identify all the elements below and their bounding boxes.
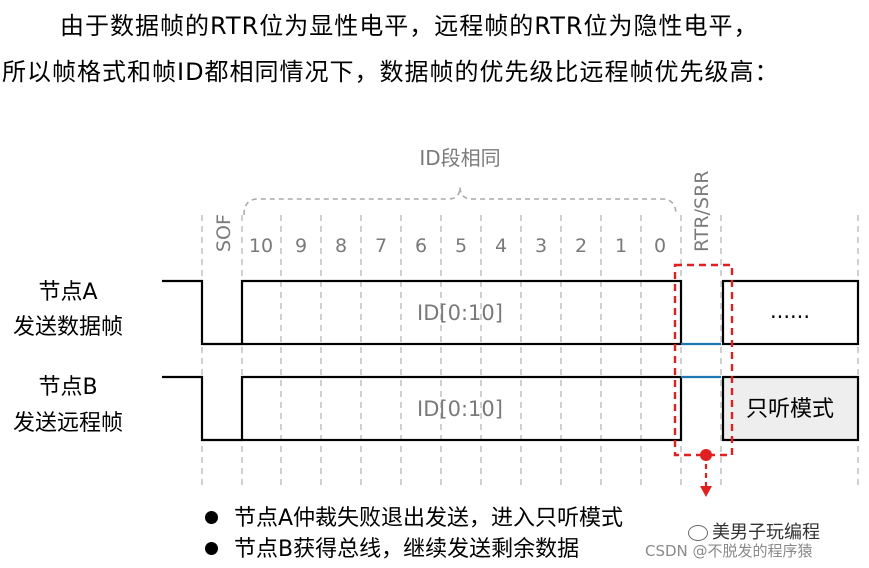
node-a-desc: 发送数据帧 [13, 315, 123, 340]
bullet-dot-icon [205, 541, 218, 555]
wechat-icon [688, 525, 708, 541]
bullet-item: 节点B获得总线，继续发送剩余数据 [205, 531, 579, 563]
bit-label: 4 [495, 235, 507, 257]
wechat-watermark-text: 美男子玩编程 [712, 522, 820, 543]
node-a-name: 节点A [38, 280, 97, 305]
node-a-waveform [162, 279, 860, 346]
node-a-id-text: ID[0:10] [417, 301, 503, 325]
node-b-waveform [162, 375, 683, 442]
bit-label: 9 [295, 235, 307, 257]
node-a-tail-text: ...... [770, 299, 810, 323]
grid-lines [201, 215, 859, 490]
bullet-text: 节点A仲裁失败退出发送，进入只听模式 [234, 506, 624, 531]
listen-only-box [721, 375, 860, 442]
bit-label: 7 [375, 235, 387, 257]
bit-label: 0 [654, 235, 666, 257]
node-b-name: 节点B [38, 375, 97, 400]
node-b-id-text: ID[0:10] [417, 397, 503, 421]
bit-labels: 10 9 8 7 6 5 4 3 2 1 0 [249, 235, 666, 257]
intro-line-2: 所以帧格式和帧ID都相同情况下，数据帧的优先级比远程帧优先级高： [2, 58, 780, 86]
node-b-desc: 发送远程帧 [13, 411, 123, 436]
bullet-text: 节点B获得总线，继续发送剩余数据 [234, 537, 580, 562]
intro-line-1: 由于数据帧的RTR位为显性电平，远程帧的RTR位为隐性电平， [60, 12, 759, 40]
bit-label: 8 [335, 235, 347, 257]
highlight-arrow-head [700, 486, 712, 497]
id-group-brace [243, 186, 677, 216]
bit-label: 6 [415, 235, 427, 257]
bit-label: 5 [455, 235, 467, 257]
listen-only-text: 只听模式 [746, 397, 834, 422]
bullet-dot-icon [205, 510, 218, 524]
sof-label: SOF [213, 214, 235, 252]
rtr-srr-label: RTR/SRR [691, 171, 713, 253]
wechat-watermark: 美男子玩编程 [688, 518, 820, 544]
bullet-item: 节点A仲裁失败退出发送，进入只听模式 [205, 500, 623, 532]
bit-label: 10 [249, 235, 273, 257]
bit-label: 2 [575, 235, 587, 257]
csdn-watermark: CSDN @不脱发的程序猿 [645, 542, 813, 560]
id-group-label: ID段相同 [419, 146, 500, 170]
bit-label: 3 [535, 235, 547, 257]
bit-label: 1 [615, 235, 627, 257]
rtr-highlight-box [673, 263, 734, 457]
